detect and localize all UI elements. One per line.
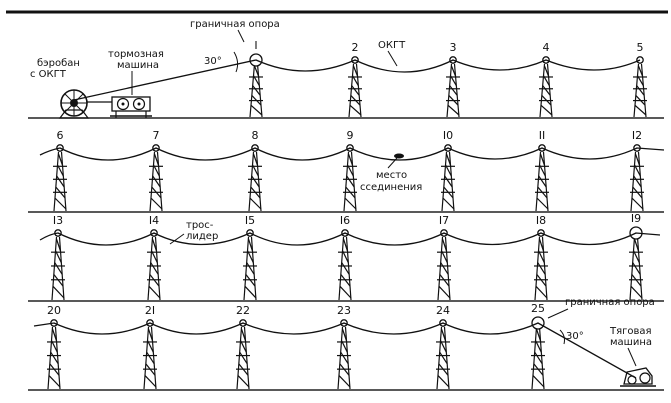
pole-25 (531, 316, 545, 390)
pole-6 (53, 144, 67, 212)
pole-number-II: II (539, 129, 546, 142)
pole-22 (236, 319, 250, 390)
pole-number-I8: I8 (536, 214, 546, 227)
pull-machine (620, 367, 656, 387)
pole-I7 (437, 229, 451, 301)
brake-machine-label-line-2: машина (117, 60, 159, 71)
pole-number-I2: I2 (632, 129, 642, 142)
splice-pointer (387, 157, 398, 169)
pole-number-I: I (254, 39, 257, 52)
pole-I2 (630, 144, 644, 212)
pole-number-24: 24 (436, 304, 450, 317)
boundary-support-bottom-label: граничная опора (565, 297, 655, 308)
pole-I0 (441, 144, 455, 212)
pole-number-I7: I7 (439, 214, 449, 227)
splice-marker (394, 153, 404, 159)
pole-number-6: 6 (57, 129, 64, 142)
pole-number-2I: 2I (145, 304, 155, 317)
pole-I (249, 53, 263, 118)
pilot-rope-pointer (169, 233, 185, 245)
conductor-wires (33, 59, 665, 379)
pole-I8 (534, 229, 548, 301)
pilot-rope-label-line-2: лидер (186, 231, 218, 242)
pilot-rope-label-line-1: трос- (186, 220, 214, 231)
pole-number-I6: I6 (340, 214, 350, 227)
pole-I4 (147, 229, 161, 301)
pole-number-I3: I3 (53, 214, 63, 227)
pole-number-2: 2 (352, 41, 359, 54)
pole-number-25: 25 (531, 302, 545, 315)
pole-23 (337, 319, 351, 390)
cable-drum (58, 89, 90, 119)
pole-number-22: 22 (236, 304, 250, 317)
wire-row-1 (73, 59, 641, 101)
wire-row-2 (39, 147, 665, 161)
pull-machine-label-line-2: машина (610, 337, 652, 348)
angle-top-label: 30° (204, 56, 222, 67)
ground-lines (28, 117, 664, 391)
splice-label-line-1: место (376, 170, 407, 181)
angle-bottom-arc (559, 329, 565, 345)
pole-I9 (629, 226, 643, 301)
pole-number-9: 9 (347, 129, 354, 142)
pole-II (535, 144, 549, 212)
pole-number-I9: I9 (631, 212, 641, 225)
pole-3 (446, 56, 460, 118)
pole-2 (348, 56, 362, 118)
pole-number-I5: I5 (245, 214, 255, 227)
pole-I6 (338, 229, 352, 301)
pole-number-3: 3 (450, 41, 457, 54)
wire-row-3 (39, 232, 661, 246)
pole-number-7: 7 (153, 129, 160, 142)
pole-4 (539, 56, 553, 118)
wire-row-4 (33, 322, 637, 379)
splice-label-line-2: сcединения (360, 182, 422, 193)
pole-2I (143, 319, 157, 390)
okgt-pointer (387, 50, 398, 67)
boundary-support-top-pointer (237, 29, 245, 43)
drum-label-line-2: с ОКГТ (30, 69, 67, 80)
pole-5 (633, 56, 647, 118)
pole-8 (248, 144, 262, 212)
pole-I3 (51, 229, 65, 301)
okgt-label: ОКГТ (378, 40, 406, 51)
pole-number-I4: I4 (149, 214, 159, 227)
pole-number-I0: I0 (443, 129, 453, 142)
pole-9 (343, 144, 357, 212)
brake-machine-label-line-1: тормозная (108, 49, 164, 60)
angle-bottom-label: 30° (566, 331, 584, 342)
boundary-support-bottom-pointer (547, 308, 569, 319)
brake-machine (87, 96, 152, 118)
pole-number-23: 23 (337, 304, 351, 317)
pole-24 (436, 319, 450, 390)
angle-top-arc (233, 51, 239, 73)
boundary-support-top-label: граничная опора (190, 19, 280, 30)
pole-20 (47, 319, 61, 390)
pole-number-8: 8 (252, 129, 259, 142)
pull-machine-label-line-1: Тяговая (609, 326, 652, 337)
pole-number-5: 5 (637, 41, 644, 54)
pull-machine-pointer (627, 347, 637, 367)
drum-label-line-1: бэробан (37, 58, 80, 69)
pole-7 (149, 144, 163, 212)
pole-number-4: 4 (543, 41, 550, 54)
pole-I5 (243, 229, 257, 301)
pole-number-20: 20 (47, 304, 61, 317)
